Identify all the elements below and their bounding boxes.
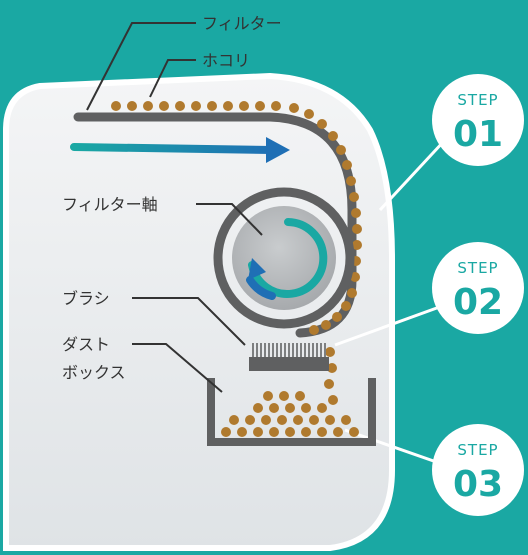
flow-arrow [70, 137, 290, 163]
dust-particle [352, 224, 362, 234]
brush-label: ブラシ [62, 289, 110, 308]
step-02-label: STEP [457, 259, 498, 277]
filter-shaft-leader [196, 203, 263, 236]
dust-particle [341, 301, 351, 311]
dust-particle [253, 403, 263, 413]
leader-lines [86, 22, 263, 393]
dust-particle [285, 403, 295, 413]
dust-particle [237, 427, 247, 437]
dust-particle [143, 101, 153, 111]
dust-particle [328, 395, 338, 405]
dust-particle [336, 145, 346, 155]
dust-particle [269, 427, 279, 437]
dust-particle [328, 131, 338, 141]
dust-particle [229, 415, 239, 425]
dust-particle [255, 101, 265, 111]
dust-particle [127, 101, 137, 111]
dust-particle [325, 415, 335, 425]
rotation-arrowhead [248, 258, 266, 280]
dust-particle [293, 415, 303, 425]
dust-box-leader [132, 343, 223, 393]
dust-particle [324, 379, 334, 389]
dust-particle [295, 391, 305, 401]
dust-particle [333, 427, 343, 437]
step-01-badge: STEP 01 [432, 74, 524, 166]
step-01-callout-line [378, 138, 447, 212]
step-02-number: 02 [453, 282, 503, 323]
dust-particle [325, 347, 335, 357]
dust-particle [301, 427, 311, 437]
brush [249, 343, 329, 371]
dust-particle [349, 427, 359, 437]
rotation-arrow-blue [246, 276, 276, 300]
dust-particle [111, 101, 121, 111]
dust-box-label-line2: ボックス [62, 363, 126, 382]
dust-particle [223, 101, 233, 111]
step-01-number: 01 [453, 114, 503, 155]
dust-particle [342, 160, 352, 170]
dust-particle [317, 403, 327, 413]
dust-box [207, 378, 376, 446]
step-02-callout-line [334, 303, 446, 347]
dust-particle [261, 415, 271, 425]
dust-particle [263, 391, 273, 401]
filter-label: フィルター [202, 14, 282, 33]
dust-particle [277, 415, 287, 425]
step-callout-lines [334, 138, 447, 467]
dust-particle [341, 415, 351, 425]
dust-particle [304, 109, 314, 119]
dust-particle [301, 403, 311, 413]
filter-leader [86, 22, 196, 111]
dust-particles [111, 101, 362, 437]
dust-particle [352, 240, 362, 250]
dust-particle [349, 192, 359, 202]
dust-particle [245, 415, 255, 425]
dust-particle [309, 415, 319, 425]
dust-particle [317, 427, 327, 437]
dust-particle [221, 427, 231, 437]
dust-box-label-line1: ダスト [62, 335, 110, 354]
step-02-badge: STEP 02 [432, 242, 524, 334]
rotation-arrow-teal [248, 218, 328, 298]
filter-shaft-drum [213, 187, 355, 329]
dust-particle [346, 176, 356, 186]
brush-leader [132, 297, 246, 346]
dust-particle [327, 363, 337, 373]
dust-particle [271, 101, 281, 111]
step-01-label: STEP [457, 91, 498, 109]
dust-particle [175, 101, 185, 111]
dust-particle [317, 119, 327, 129]
dust-particle [239, 101, 249, 111]
dust-particle [269, 403, 279, 413]
step-03-badge: STEP 03 [432, 424, 524, 516]
step-03-callout-line [344, 428, 446, 467]
step-03-number: 03 [453, 464, 503, 505]
dust-particle [207, 101, 217, 111]
dust-particle [289, 103, 299, 113]
dust-particle [351, 208, 361, 218]
dust-leader [149, 59, 196, 98]
filter-shaft-label: フィルター軸 [62, 195, 158, 214]
filter-band [73, 112, 357, 338]
step-03-label: STEP [457, 441, 498, 459]
dust-particle [347, 288, 357, 298]
dust-label: ホコリ [202, 51, 250, 70]
dust-particle [279, 391, 289, 401]
dust-particle [253, 427, 263, 437]
dust-particle [309, 325, 319, 335]
dust-particle [321, 320, 331, 330]
dust-particle [191, 101, 201, 111]
dust-particle [159, 101, 169, 111]
dust-particle [332, 312, 342, 322]
dust-particle [285, 427, 295, 437]
